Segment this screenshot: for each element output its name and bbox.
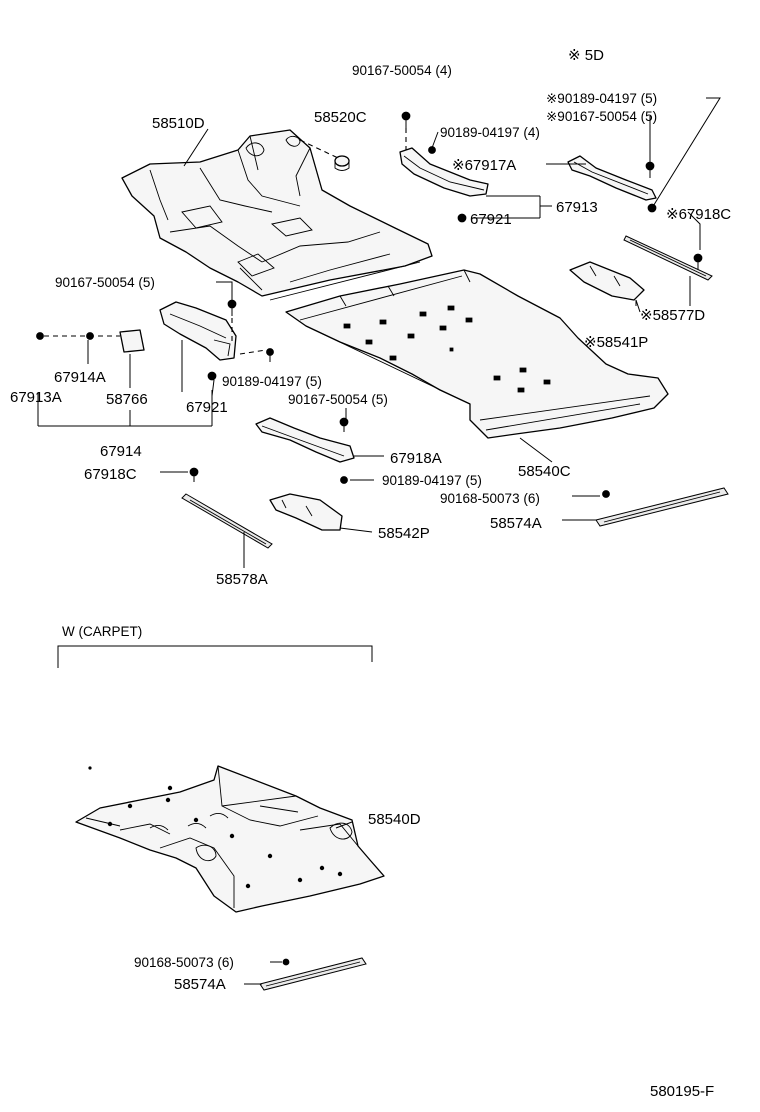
section-title: W (CARPET): [62, 624, 142, 639]
drawing-number: 580195-F: [650, 1083, 714, 1100]
bracket-67917A: [567, 155, 657, 201]
label-90167-5l: 90167-50054 (5): [55, 275, 155, 290]
rail-67918A: [255, 417, 355, 463]
label-67921-l: 67921: [186, 399, 228, 416]
part-labels: ※ 5D 90167-50054 (4) ※90189-04197 (5) ※9…: [10, 47, 731, 1100]
label-67914: 67914: [100, 443, 142, 460]
label-90189-5b: 90189-04197 (5): [382, 473, 482, 488]
pad-58542P: [269, 493, 343, 531]
bracket-67913: [399, 147, 489, 197]
label-58542P: 58542P: [378, 525, 430, 542]
label-67914A: 67914A: [54, 369, 106, 386]
grommet-58520C: [334, 155, 350, 171]
label-58540D: 58540D: [368, 811, 421, 828]
scuff-plate-58578A: [181, 493, 273, 549]
label-58520C: 58520C: [314, 109, 367, 126]
label-58510D: 58510D: [152, 115, 205, 132]
label-58574A-r: 58574A: [490, 515, 542, 532]
label-58574A-w: 58574A: [174, 976, 226, 993]
label-90167-top: 90167-50054 (4): [352, 63, 452, 78]
label-67917A: ※67917A: [452, 157, 516, 174]
label-67913: 67913: [556, 199, 598, 216]
label-67918C-l: 67918C: [84, 466, 137, 483]
label-67918C-r: ※67918C: [666, 206, 731, 223]
variant-note: ※ 5D: [568, 47, 604, 64]
front-floor-carpet-58510D: [121, 129, 433, 301]
label-58578A: 58578A: [216, 571, 268, 588]
label-90189-5r: ※90189-04197 (5): [546, 91, 657, 106]
tag-58766: [119, 329, 145, 353]
label-67921-r: 67921: [470, 211, 512, 228]
leader-lines: [37, 97, 721, 568]
label-90189-4: 90189-04197 (4): [440, 125, 540, 140]
main-floor-carpet-58540C: [285, 269, 669, 439]
label-67918A: 67918A: [390, 450, 442, 467]
label-90167-5c: 90167-50054 (5): [288, 392, 388, 407]
label-58540C: 58540C: [518, 463, 571, 480]
label-90168-r: 90168-50073 (6): [440, 491, 540, 506]
label-58577D: ※58577D: [640, 307, 705, 324]
scuff-plate-58574A: [595, 487, 729, 527]
label-90167-5r: ※90167-50054 (5): [546, 109, 657, 124]
label-67913A: 67913A: [10, 389, 62, 406]
pad-58541P: [569, 261, 645, 301]
label-58766: 58766: [106, 391, 148, 408]
scuff-plate-58574A-w: [259, 957, 367, 991]
bracket-assy-67914: [159, 301, 237, 361]
floor-carpet-58540D: [75, 765, 385, 913]
section-bracket: [57, 645, 373, 668]
label-90189-5c: 90189-04197 (5): [222, 374, 322, 389]
label-58541P: ※58541P: [584, 334, 648, 351]
label-90168-w: 90168-50073 (6): [134, 955, 234, 970]
scuff-plate-58577D: [623, 235, 713, 281]
